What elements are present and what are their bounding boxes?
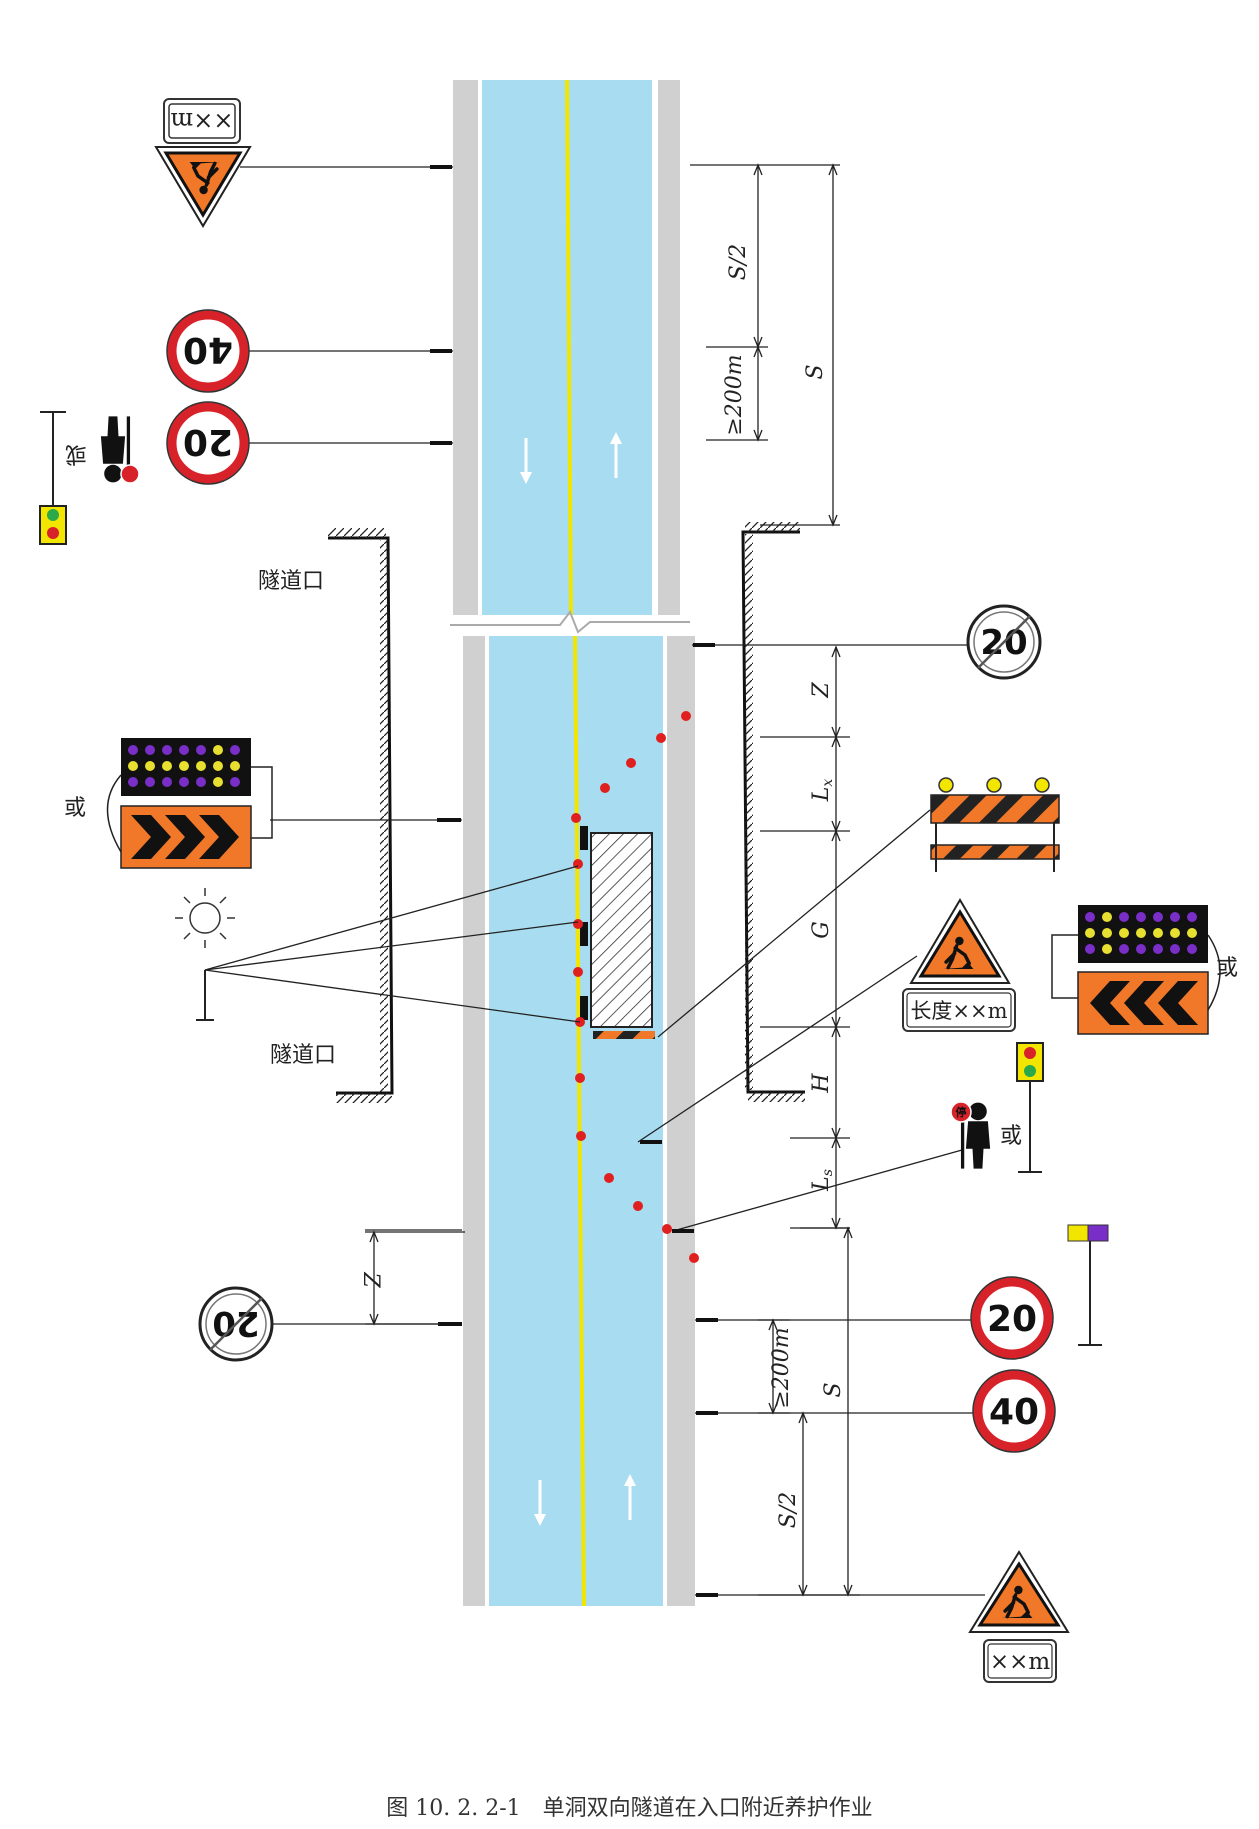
end-speed-limit-20-sign-left: 20 — [198, 1286, 274, 1362]
or-label-signal: 或 — [1000, 1124, 1022, 1149]
cone-icon — [573, 967, 583, 977]
road-break-mark — [450, 609, 690, 634]
dim-lx-sub: x — [820, 779, 836, 787]
dim-z-upper: Z — [809, 682, 834, 699]
road-work-warning-sign-top — [154, 146, 252, 228]
tunnel-wall-right — [741, 522, 805, 1102]
traffic-cones — [571, 711, 699, 1263]
sign-post-ticks — [430, 165, 718, 1597]
cone-icon — [689, 1253, 699, 1263]
cone-icon — [662, 1224, 672, 1234]
dim-ls-sub: s — [820, 1169, 836, 1176]
warning-lights — [580, 826, 588, 1020]
or-bracket-right — [1051, 934, 1078, 999]
road-work-warning-sign-bottom: ××m — [968, 1550, 1070, 1683]
cone-icon — [575, 1073, 585, 1083]
dim-s-upper: S — [803, 364, 828, 379]
dim-lx: Lx — [809, 779, 836, 803]
or-label-left: 或 — [64, 796, 86, 821]
speed-limit-20-left-text: 20 — [183, 421, 233, 462]
dim-g: G — [809, 921, 834, 939]
cone-icon — [656, 733, 666, 743]
distance-plate-top-text: ××m — [170, 107, 233, 135]
stop-paddle-text: 停 — [956, 1105, 967, 1119]
dim-z-lower: Z — [358, 1271, 383, 1288]
cone-icon — [681, 711, 691, 721]
or-label-right: 或 — [1216, 956, 1238, 981]
speed-limit-40-left-text: 40 — [183, 329, 233, 370]
dim-s-half-upper: S/2 — [726, 244, 751, 280]
or-label-top-left: 或 — [65, 441, 87, 466]
cone-icon — [626, 758, 636, 768]
distance-plate-top: ××m — [163, 98, 241, 144]
speed-limit-20-right-text: 20 — [987, 1299, 1037, 1340]
light-dots-left-board — [128, 745, 240, 787]
end-speed-limit-20-sign-right: 20 — [966, 604, 1042, 680]
work-zone-barrier-strip — [593, 1031, 655, 1039]
road-lower-segment — [463, 635, 695, 1607]
dimension-lines-work-zone — [760, 645, 850, 1230]
cone-icon — [600, 783, 610, 793]
dim-min-200m-upper: ≥200m — [722, 354, 747, 435]
stop-paddle-icon — [950, 1101, 972, 1123]
cone-icon — [576, 1131, 586, 1141]
dimension-lines-lower-right — [758, 1226, 860, 1597]
dimension-lines-lower-left — [365, 1230, 465, 1326]
dim-s-lower: S — [821, 1382, 846, 1397]
chevron-right-icon — [131, 815, 239, 859]
light-dots-right-board — [1085, 912, 1197, 954]
sun-icon — [189, 902, 221, 934]
flagger-or-signal-right: 停 或 — [950, 1042, 1044, 1173]
speed-limit-20-sign-right: 20 — [970, 1276, 1054, 1360]
or-brace-right — [1207, 934, 1221, 1011]
speed-limit-40-right-text: 40 — [989, 1392, 1039, 1433]
arrow-board-or-chevron-left: 或 — [64, 738, 273, 869]
speed-limit-20-sign-left: 20 — [166, 401, 250, 485]
arrow-board-or-chevron-right: 或 — [1051, 905, 1238, 1035]
cone-icon — [604, 1173, 614, 1183]
cone-icon — [571, 813, 581, 823]
figure-caption: 图 10. 2. 2-1 单洞双向隧道在入口附近养护作业 — [386, 1796, 873, 1821]
speed-limit-40-sign-left: 40 — [166, 309, 250, 393]
tunnel-wall-left — [328, 528, 394, 1103]
road-upper-segment — [453, 79, 680, 616]
cone-icon — [633, 1201, 643, 1211]
dimension-lines-upper — [690, 163, 840, 527]
chevron-left-icon — [1090, 981, 1198, 1025]
tunnel-entrance-label-top: 隧道口 — [258, 569, 324, 594]
or-bracket-left — [251, 766, 273, 839]
or-brace-left — [106, 774, 122, 853]
dim-h: H — [809, 1073, 834, 1094]
flag-marker-right — [1067, 1224, 1109, 1346]
dim-ls: Ls — [809, 1169, 836, 1192]
road-barrier — [930, 777, 1060, 872]
tunnel-entrance-label-bottom: 隧道口 — [270, 1043, 336, 1068]
flagger-or-signal-top-left: 或 — [39, 411, 140, 545]
speed-limit-40-sign-right: 40 — [972, 1369, 1056, 1453]
dim-ls-main: L — [809, 1176, 834, 1192]
road-work-warning-sign-length: 长度××m — [902, 898, 1016, 1032]
work-zone-area — [590, 832, 653, 1028]
cone-icon — [573, 919, 583, 929]
dim-s-half-lower: S/2 — [776, 1492, 801, 1528]
stop-paddle-icon — [120, 464, 140, 484]
lighting-lamp — [175, 888, 235, 1021]
dim-min-200m-lower: ≥200m — [769, 1327, 794, 1408]
distance-plate-bottom-text: ××m — [990, 1649, 1051, 1675]
length-plate-text: 长度××m — [910, 999, 1007, 1023]
dim-lx-main: L — [809, 787, 834, 803]
